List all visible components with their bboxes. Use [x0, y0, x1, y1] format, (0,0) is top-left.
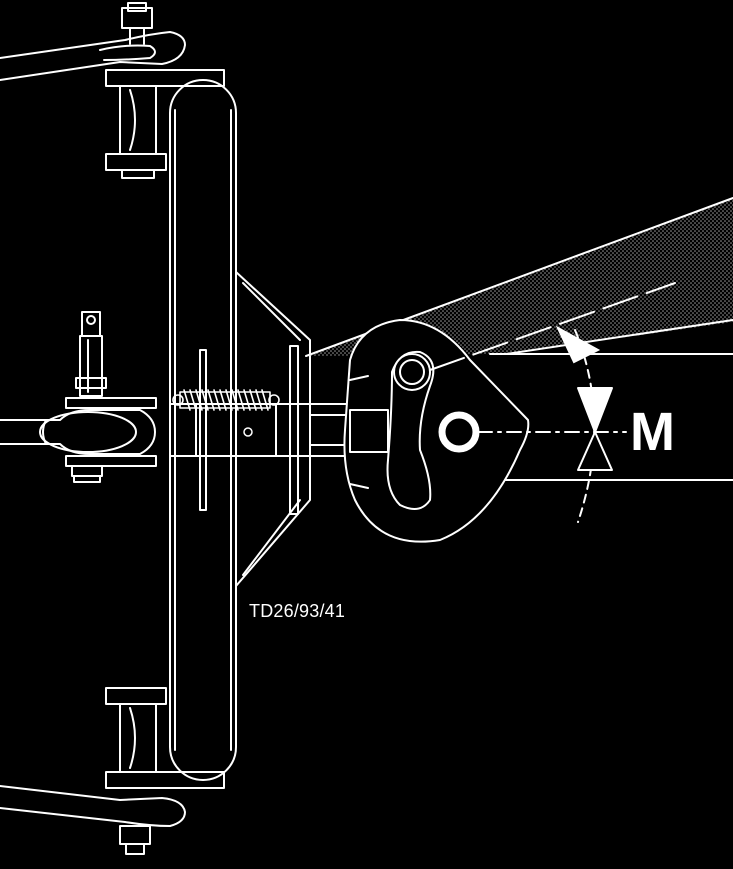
- lower-bolt: [119, 825, 151, 855]
- tilt-arc: [574, 329, 596, 523]
- coil-spring: [172, 389, 280, 411]
- left-clevis: [0, 397, 157, 483]
- shaft-key: [349, 375, 389, 489]
- up-arrow-icon: [555, 325, 601, 364]
- lower-link-arm: [0, 785, 186, 827]
- center-line: [429, 282, 676, 433]
- cam-plate: [343, 319, 530, 543]
- upper-bolt: [121, 2, 153, 45]
- upper-link-arm: [0, 31, 186, 81]
- upper-bracket: [105, 69, 225, 179]
- reference-code: TD26/93/41: [249, 601, 346, 621]
- locking-pin: [75, 311, 107, 397]
- lower-bracket: [105, 687, 225, 789]
- marker-triangles-icon: [577, 387, 613, 471]
- marker-label: M: [630, 402, 675, 462]
